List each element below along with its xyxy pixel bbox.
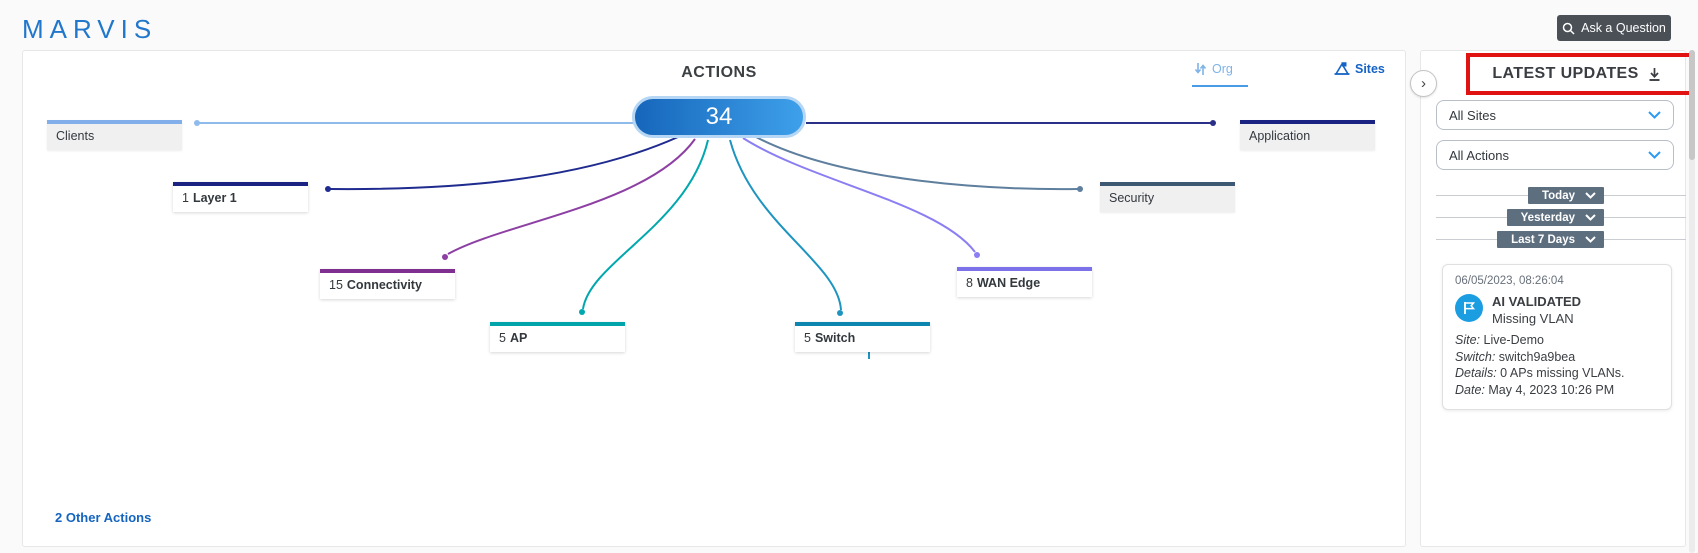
actions-total-count: 34 — [705, 103, 733, 130]
field-value: switch9a9bea — [1498, 349, 1576, 364]
all-sites-dropdown[interactable]: All Sites — [1436, 100, 1674, 130]
time-filter-yesterday[interactable]: Yesterday — [1506, 209, 1604, 226]
download-icon[interactable] — [1647, 67, 1662, 82]
time-filter-label: Yesterday — [1520, 211, 1575, 224]
all-sites-value: All Sites — [1449, 107, 1496, 123]
marvis-logo: MARVIS — [22, 14, 158, 44]
node-clients[interactable]: Clients — [47, 120, 182, 150]
time-filter-last-7-days[interactable]: Last 7 Days — [1497, 231, 1604, 248]
field-label: Date: — [1455, 382, 1489, 397]
collapse-sidebar-button[interactable]: › — [1410, 70, 1437, 97]
field-label: Switch: — [1455, 349, 1499, 364]
field-value: 0 APs missing VLANs. — [1500, 366, 1625, 380]
chevron-down-icon — [1648, 111, 1661, 119]
sort-arrows-icon — [1194, 62, 1207, 76]
chevron-down-icon — [1648, 151, 1661, 159]
wan-edge-label: WAN Edge — [976, 276, 1041, 290]
vertical-scrollbar[interactable] — [1689, 50, 1695, 553]
clients-label: Clients — [56, 129, 95, 143]
chevron-down-icon — [1585, 236, 1596, 243]
switch-count: 5 — [804, 331, 811, 345]
ask-a-question-label: Ask a Question — [1581, 21, 1666, 35]
update-field-row: Details: 0 APs missing VLANs. — [1455, 365, 1659, 382]
security-label: Security — [1109, 191, 1155, 205]
update-field-row: Date: May 4, 2023 10:26 PM — [1455, 382, 1659, 399]
connectivity-count: 15 — [329, 278, 343, 292]
all-actions-dropdown[interactable]: All Actions — [1436, 140, 1674, 170]
connectivity-label: Connectivity — [346, 278, 422, 292]
tab-sites[interactable]: Sites — [1334, 62, 1385, 76]
chevron-right-icon: › — [1421, 75, 1426, 92]
other-actions-link[interactable]: 2 Other Actions — [55, 510, 152, 525]
latest-updates-label: LATEST UPDATES — [1492, 65, 1639, 82]
layer1-label: Layer 1 — [192, 191, 237, 205]
update-timestamp: 06/05/2023, 08:26:04 — [1455, 275, 1564, 287]
application-label: Application — [1249, 129, 1311, 143]
tab-org[interactable]: Org — [1194, 62, 1233, 76]
wan-edge-count: 8 — [966, 276, 973, 290]
time-filter-today[interactable]: Today — [1527, 187, 1604, 204]
org-tab-active-underline — [1192, 85, 1248, 87]
update-field-row: Site: Live-Demo — [1455, 332, 1659, 349]
sites-map-icon — [1334, 62, 1350, 76]
validated-flag-icon — [1455, 294, 1483, 322]
ap-label: AP — [509, 331, 528, 345]
time-filter-label: Today — [1541, 189, 1575, 202]
actions-panel-title: ACTIONS — [681, 64, 757, 81]
update-subtitle: Missing VLAN — [1492, 311, 1574, 326]
chevron-down-icon — [1585, 192, 1596, 199]
field-label: Site: — [1455, 333, 1484, 347]
layer1-count: 1 — [182, 191, 189, 205]
scrollbar-thumb[interactable] — [1689, 50, 1695, 160]
field-value: May 4, 2023 10:26 PM — [1488, 382, 1615, 397]
sites-tab-label: Sites — [1355, 62, 1385, 76]
node-security[interactable]: Security — [1100, 182, 1235, 212]
time-filter-label: Last 7 Days — [1511, 233, 1575, 246]
ap-count: 5 — [499, 331, 506, 345]
all-actions-value: All Actions — [1449, 147, 1509, 163]
update-field-row: Switch: switch9a9bea — [1455, 349, 1659, 366]
node-application[interactable]: Application — [1240, 120, 1375, 150]
field-label: Details: — [1455, 366, 1501, 380]
latest-updates-title: LATEST UPDATES — [1470, 65, 1684, 83]
field-value: Live-Demo — [1483, 333, 1544, 347]
switch-label: Switch — [814, 331, 856, 345]
org-tab-label: Org — [1212, 62, 1233, 76]
update-card[interactable]: 06/05/2023, 08:26:04 AI VALIDATED Missin… — [1442, 264, 1672, 410]
search-icon — [1562, 22, 1575, 35]
chevron-down-icon — [1585, 214, 1596, 221]
ask-a-question-button[interactable]: Ask a Question — [1557, 15, 1671, 41]
actions-total-node[interactable]: 34 — [632, 96, 806, 138]
update-status: AI VALIDATED — [1492, 294, 1582, 309]
